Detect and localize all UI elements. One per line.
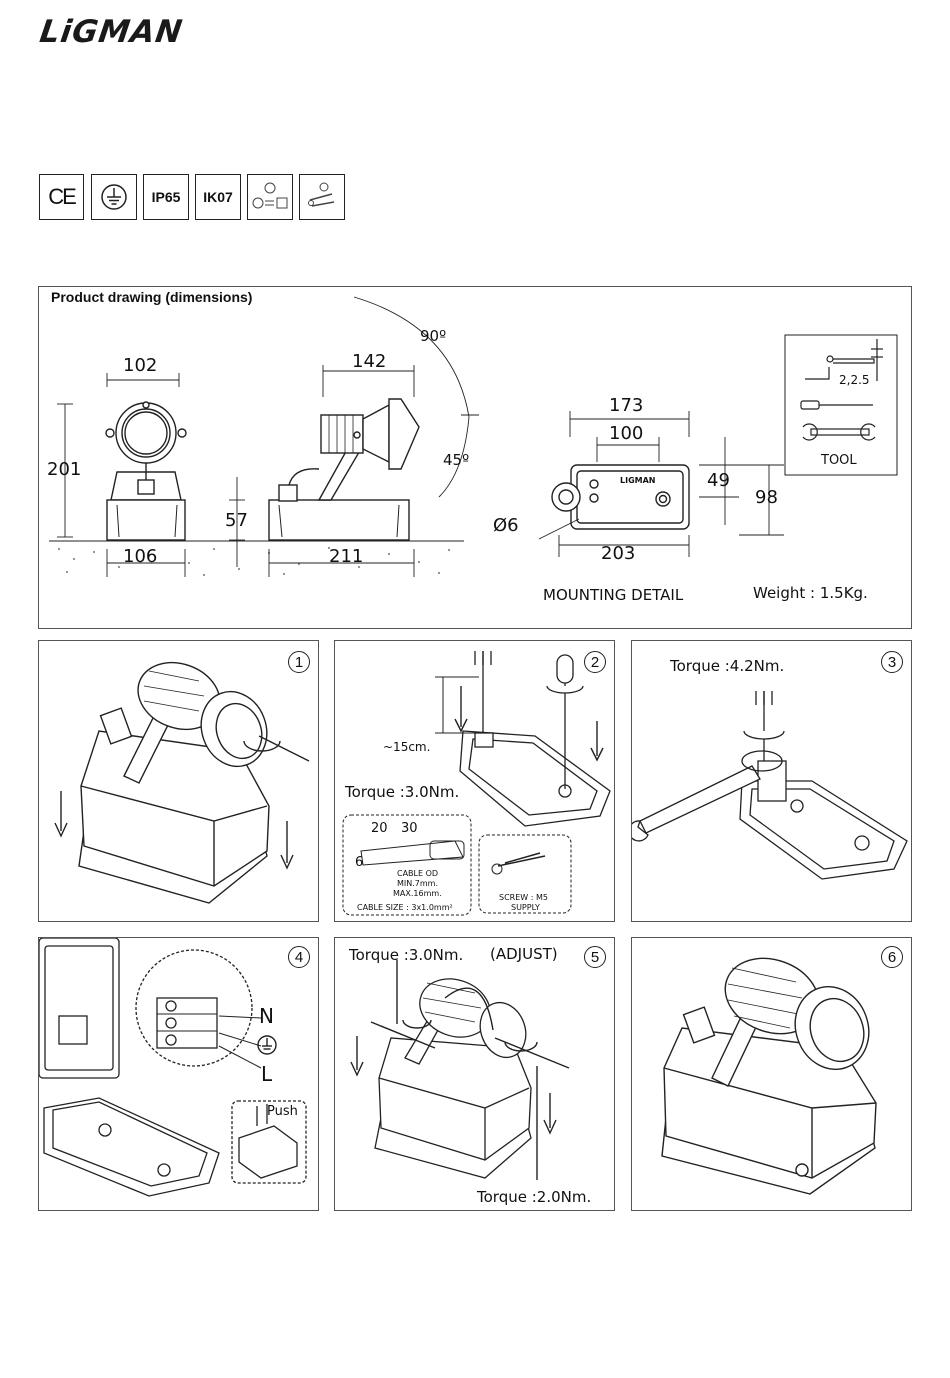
cable-size-label: CABLE SIZE : 3x1.0mm² bbox=[357, 903, 453, 912]
dim-front-base: 106 bbox=[123, 546, 158, 567]
step-3-illustration bbox=[632, 691, 908, 880]
cable-length: ~15cm. bbox=[383, 740, 431, 754]
dim-front-height: 201 bbox=[47, 459, 82, 480]
voltage-switch-icon bbox=[247, 174, 293, 220]
screw-label: SCREW : M5 bbox=[499, 893, 548, 902]
strip-length-3: 6 bbox=[355, 855, 364, 870]
cable-od-max: MAX.16mm. bbox=[393, 889, 442, 898]
tool-label: TOOL bbox=[821, 453, 857, 468]
live-label: L bbox=[261, 1062, 273, 1086]
step-1-illustration bbox=[54, 661, 310, 904]
weight-label: Weight : 1.5Kg. bbox=[753, 584, 868, 602]
neutral-label: N bbox=[259, 1004, 274, 1028]
step-number: 1 bbox=[288, 651, 310, 673]
dim-side-base: 211 bbox=[329, 546, 364, 567]
step-6-illustration bbox=[661, 957, 877, 1195]
adjust-label: (ADJUST) bbox=[490, 945, 558, 963]
ce-mark-icon: CE bbox=[39, 174, 84, 220]
panel-title: Product drawing (dimensions) bbox=[51, 289, 253, 305]
step-5-panel: 5 Torque :3.0Nm. (ADJUST) Torque :2.0Nm. bbox=[334, 937, 615, 1211]
step-3-panel: 3 Torque :4.2Nm. bbox=[631, 640, 912, 922]
cable-od-label: CABLE OD bbox=[397, 869, 439, 878]
adjustable-tool-icon bbox=[299, 174, 345, 220]
dim-side-width: 142 bbox=[352, 351, 387, 372]
step-3-torque: Torque :4.2Nm. bbox=[670, 657, 785, 675]
dim-mount-h1: 49 bbox=[707, 470, 730, 491]
ik-rating-icon: IK07 bbox=[195, 174, 241, 220]
step-2-illustration bbox=[342, 651, 611, 916]
step-4-panel: 4 N L Push bbox=[38, 937, 319, 1211]
mounting-detail-label: MOUNTING DETAIL bbox=[543, 586, 684, 604]
dim-mount-h2: 98 bbox=[755, 487, 778, 508]
strip-length-2: 30 bbox=[401, 821, 418, 836]
strip-length-1: 20 bbox=[371, 821, 388, 836]
cable-od-min: MIN.7mm. bbox=[397, 879, 439, 888]
push-label: Push bbox=[267, 1104, 298, 1119]
step-number: 6 bbox=[881, 946, 903, 968]
step-number: 2 bbox=[584, 651, 606, 673]
step-1-panel: 1 bbox=[38, 640, 319, 922]
angle-down-label: 45º bbox=[443, 451, 470, 469]
dim-mount-inner: 100 bbox=[609, 423, 644, 444]
step-2-torque: Torque :3.0Nm. bbox=[345, 783, 460, 801]
step-number: 4 bbox=[288, 946, 310, 968]
step-number: 5 bbox=[584, 946, 606, 968]
step-number: 3 bbox=[881, 651, 903, 673]
dim-front-width: 102 bbox=[123, 355, 158, 376]
dim-hole: Ø6 bbox=[493, 515, 519, 536]
screw-supply-label: SUPPLY bbox=[511, 903, 540, 912]
step-4-illustration bbox=[39, 938, 307, 1197]
earth-ground-icon bbox=[91, 174, 137, 220]
mount-plate-logo: LIGMAN bbox=[620, 476, 656, 485]
step-5-illustration bbox=[350, 960, 570, 1180]
ip-rating-icon: IP65 bbox=[143, 174, 189, 220]
dim-mount-outer: 173 bbox=[609, 395, 644, 416]
brand-logo: LiGMAN bbox=[37, 14, 186, 50]
product-drawing-panel: Product drawing (dimensions) bbox=[38, 286, 912, 629]
dim-side-height: 57 bbox=[225, 510, 248, 531]
step-6-panel: 6 bbox=[631, 937, 912, 1211]
dimension-drawing bbox=[49, 296, 898, 577]
dim-mount-base: 203 bbox=[601, 543, 636, 564]
step-5-torque-top: Torque :3.0Nm. bbox=[349, 946, 464, 964]
step-5-torque-bottom: Torque :2.0Nm. bbox=[477, 1188, 592, 1206]
step-2-panel: 2 ~15cm. Torque :3.0Nm. 20 30 6 CABL bbox=[334, 640, 615, 922]
tool-size: 2,2.5 bbox=[839, 373, 870, 387]
angle-up-label: 90º bbox=[420, 327, 447, 345]
